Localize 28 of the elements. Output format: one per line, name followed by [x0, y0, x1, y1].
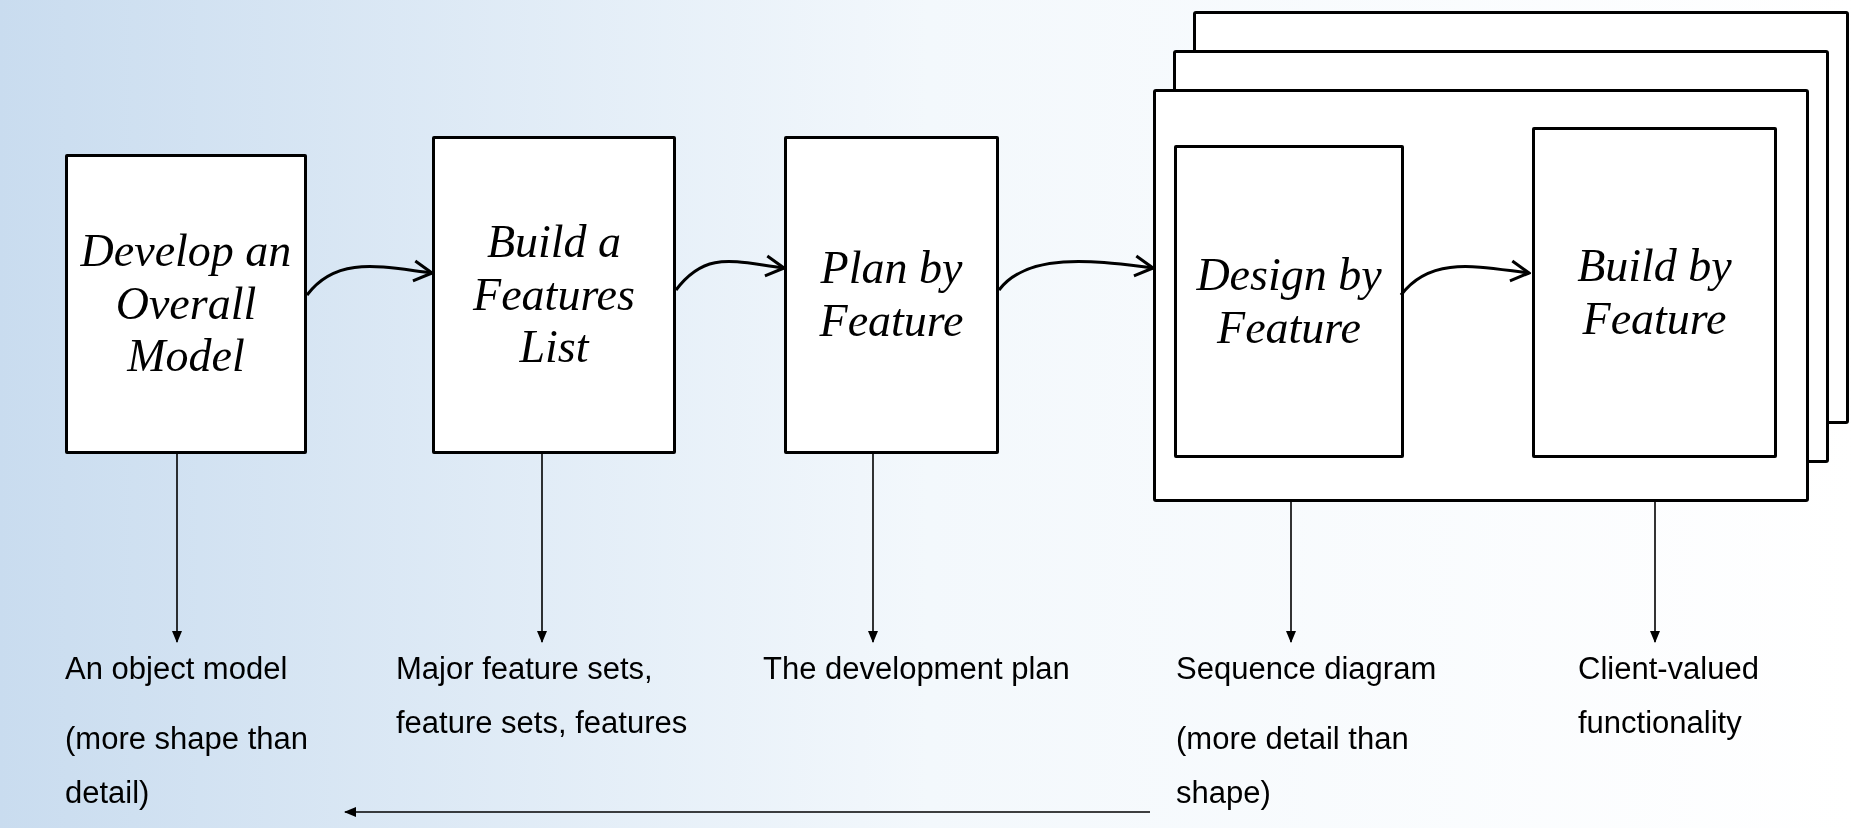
process-label: Plan by Feature: [818, 242, 965, 348]
process-label: Design by Feature: [1195, 248, 1383, 355]
process-label: Build by Feature: [1576, 239, 1733, 346]
output-label: Client-valued functionality: [1578, 650, 1760, 742]
process-label: Build a Features List: [471, 215, 636, 375]
arrow: [868, 453, 878, 643]
output-label: Major feature sets, feature sets, features: [396, 650, 689, 742]
arrow: [344, 807, 1151, 817]
output-label: Sequence diagram: [1176, 650, 1438, 688]
arrow: [1650, 501, 1660, 643]
process-box: [784, 136, 999, 454]
arrow: [1399, 259, 1531, 296]
output-note: (more detail than shape): [1176, 720, 1410, 812]
process-label: Develop an Overall Model: [79, 224, 293, 384]
arrow: [674, 254, 786, 291]
output-label: An object model: [65, 650, 289, 688]
output-label: The development plan: [763, 650, 1071, 688]
arrow: [1286, 501, 1296, 643]
process-box: [65, 154, 307, 454]
process-box: [432, 136, 676, 454]
arrow: [997, 254, 1155, 292]
process-box: [1532, 127, 1777, 458]
arrow: [172, 453, 182, 643]
arrow: [305, 259, 434, 296]
process-box: [1174, 145, 1404, 458]
arrow: [537, 453, 547, 643]
stacked-frame: [1153, 89, 1809, 502]
output-note: (more shape than detail): [65, 720, 309, 812]
